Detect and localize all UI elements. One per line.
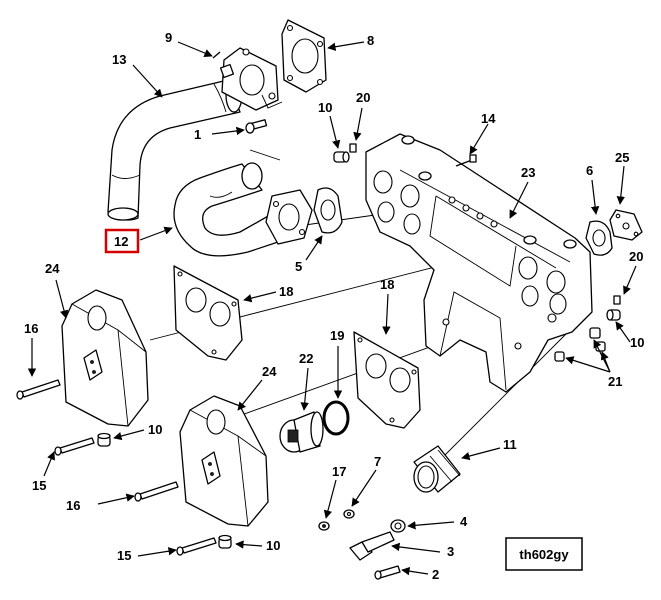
pipe-flange (221, 47, 283, 111)
part-18-gasket-upper (173, 265, 243, 361)
callout-13: 13 (112, 52, 126, 67)
leader-lines (27, 41, 637, 576)
part-4-washer (390, 519, 406, 533)
part-15-bolt-lower (176, 537, 217, 556)
part-12-s-pipe (173, 162, 279, 257)
callout-21: 21 (608, 374, 622, 389)
part-18-gasket-lower (353, 331, 421, 429)
part-20-pin-upper (349, 143, 357, 153)
callout-23: 23 (521, 165, 535, 180)
callout-10-mid: 10 (148, 422, 162, 437)
callout-4: 4 (460, 514, 468, 529)
part-22-thermostat (279, 411, 324, 453)
figure-reference: th602gy (505, 537, 583, 571)
callout-2: 2 (432, 567, 439, 582)
part-10-sleeve-low (218, 534, 232, 549)
callout-20-upper: 20 (356, 90, 370, 105)
part-10-sleeve-right (606, 309, 621, 321)
part-8-gasket (281, 19, 327, 93)
figure-reference-text: th602gy (519, 547, 569, 562)
callout-19: 19 (330, 328, 344, 343)
figure-reference-box (505, 537, 583, 571)
part-25-cover-plate (609, 209, 643, 241)
part-2-screw (374, 565, 401, 580)
s-pipe-flange (265, 189, 313, 245)
part-24-housing-lower (179, 395, 269, 527)
part-16-bolt-upper (16, 379, 61, 400)
callout-10-right: 10 (630, 335, 644, 350)
part-17-washer (318, 521, 330, 531)
callout-24-upper: 24 (45, 261, 60, 276)
callout-16-lower: 16 (66, 498, 80, 513)
callout-18-upper: 18 (279, 284, 293, 299)
part-10-sleeve-mid (97, 432, 111, 447)
highlight-box (104, 228, 140, 254)
part-14-bolt (455, 154, 477, 167)
part-3-bolt (349, 531, 395, 561)
callout-25: 25 (615, 150, 629, 165)
callout-20-right: 20 (629, 249, 643, 264)
part-11-sleeve (413, 445, 461, 493)
callout-16-upper: 16 (24, 321, 38, 336)
callout-8: 8 (367, 33, 374, 48)
callout-17: 17 (332, 464, 346, 479)
callout-11: 11 (503, 437, 517, 452)
callout-9: 9 (165, 30, 172, 45)
part-9-screw (212, 51, 235, 79)
callout-22: 22 (299, 351, 313, 366)
part-15-bolt-upper (54, 437, 95, 456)
callout-labels: 13 9 8 1 10 20 14 12 5 23 6 25 24 18 20 … (24, 30, 644, 582)
callout-12: 12 (114, 234, 128, 249)
part-20-pin-right (613, 295, 621, 305)
part-10-sleeve-upper (333, 151, 350, 163)
part-16-bolt-lower (134, 481, 179, 502)
callout-10-low: 10 (266, 538, 280, 553)
part-5-gasket (313, 187, 343, 234)
callout-10-upper: 10 (318, 100, 332, 115)
callout-7: 7 (374, 454, 381, 469)
part-6-gasket (585, 220, 613, 256)
part-19-o-ring (322, 400, 350, 436)
part-7-washer (343, 509, 355, 519)
callout-5: 5 (295, 259, 302, 274)
part-21-bushings (554, 327, 606, 362)
part-1-bolt (245, 119, 268, 134)
part-23-manifold-housing (365, 133, 593, 393)
callout-18-lower: 18 (380, 277, 394, 292)
callout-15-upper: 15 (32, 478, 46, 493)
callout-6: 6 (586, 163, 593, 178)
part-24-housing-upper (61, 289, 149, 427)
callout-14: 14 (481, 111, 496, 126)
callout-15-lower: 15 (117, 548, 131, 563)
callout-3: 3 (447, 544, 454, 559)
callout-24-lower: 24 (262, 364, 277, 379)
callout-1: 1 (194, 127, 201, 142)
